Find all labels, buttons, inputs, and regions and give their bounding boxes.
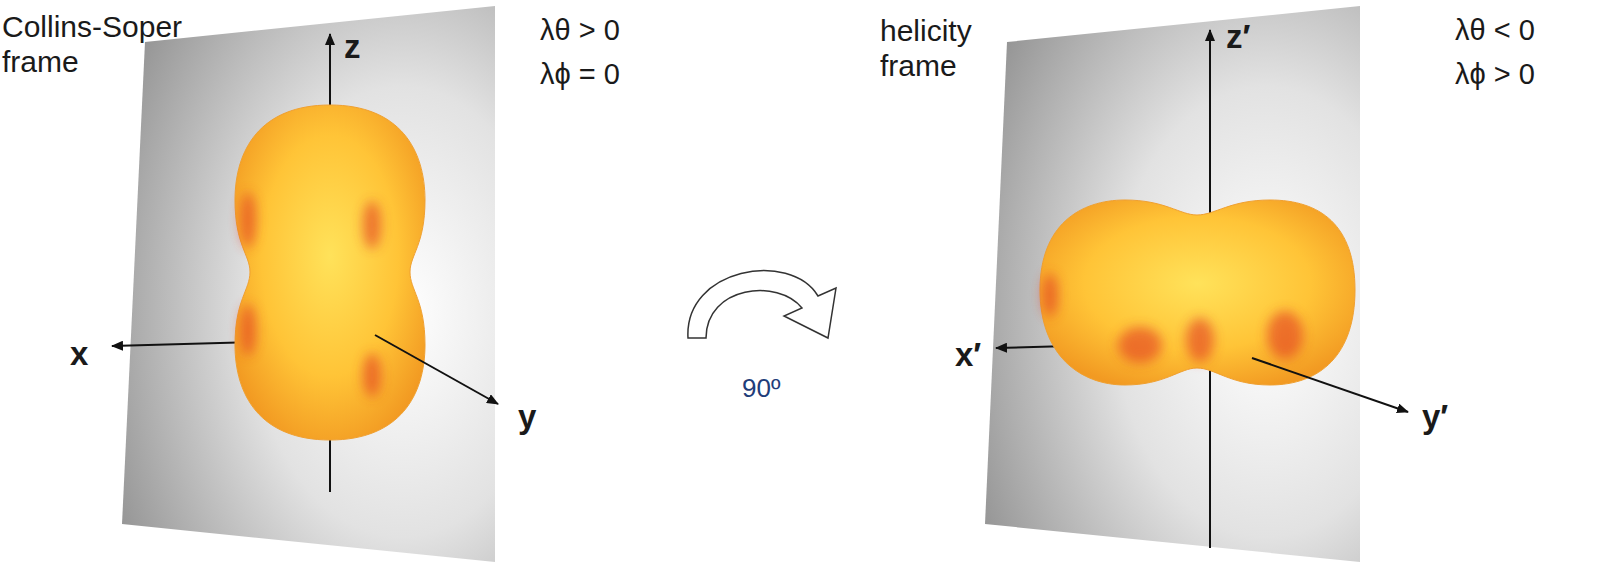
parameter-value: λθ > 0 <box>540 14 620 47</box>
y-axis <box>375 335 498 404</box>
axis-label: x <box>70 335 88 373</box>
angular-distribution <box>235 105 425 440</box>
rotation-angle: 90º <box>742 374 780 404</box>
frame-title: Collins-Soper frame <box>2 10 217 79</box>
grey-plane <box>122 6 495 562</box>
shading <box>240 192 381 397</box>
rotation-arrow <box>688 271 836 338</box>
parameter-value: λθ < 0 <box>1455 14 1535 47</box>
y-prime-axis <box>1252 358 1408 412</box>
angular-distribution <box>1040 200 1355 385</box>
parameter-value: λϕ > 0 <box>1455 58 1535 91</box>
shading <box>1042 273 1303 363</box>
axis-label: y′ <box>1422 398 1448 436</box>
axis-label: z′ <box>1226 18 1250 56</box>
axis-label: x′ <box>955 336 981 374</box>
axis-label: y <box>518 398 536 436</box>
grey-plane <box>985 6 1360 562</box>
frame-title: helicity frame <box>880 14 1030 83</box>
axis-label: z <box>344 28 361 66</box>
parameter-value: λϕ = 0 <box>540 58 620 91</box>
